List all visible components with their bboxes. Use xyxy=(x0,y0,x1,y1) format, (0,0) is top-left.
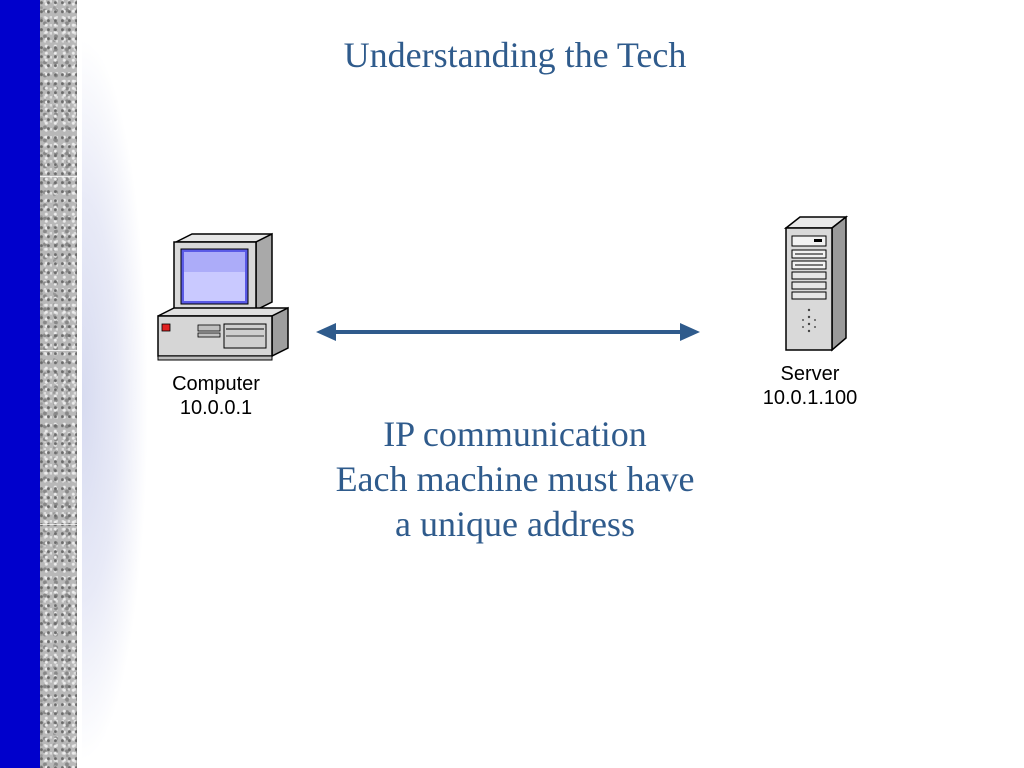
desktop-computer-icon xyxy=(157,232,289,361)
caption-line-1: IP communication xyxy=(383,414,647,454)
server-label: Server xyxy=(780,363,840,385)
bidirectional-arrow xyxy=(316,323,700,341)
texture-seam xyxy=(40,176,77,177)
background-glow xyxy=(82,40,202,760)
computer-label-group: Computer 10.0.0.1 xyxy=(150,372,282,420)
server-address: 10.0.1.100 xyxy=(762,387,858,409)
arrow-head-left xyxy=(316,323,336,341)
caption-line-3: a unique address xyxy=(395,504,635,544)
left-accent-bar xyxy=(0,0,40,768)
texture-seam xyxy=(40,524,77,525)
caption-block: IP communication Each machine must have … xyxy=(250,412,780,547)
server-label-group: Server 10.0.1.100 xyxy=(740,362,880,410)
server-tower-icon xyxy=(783,215,849,352)
caption-line-2: Each machine must have xyxy=(335,459,695,499)
granite-texture-strip xyxy=(40,0,77,768)
arrow-head-right xyxy=(680,323,700,341)
slide-title: Understanding the Tech xyxy=(343,35,687,75)
texture-seam xyxy=(40,350,77,351)
computer-address: 10.0.0.1 xyxy=(179,397,253,419)
computer-label: Computer xyxy=(172,373,260,395)
